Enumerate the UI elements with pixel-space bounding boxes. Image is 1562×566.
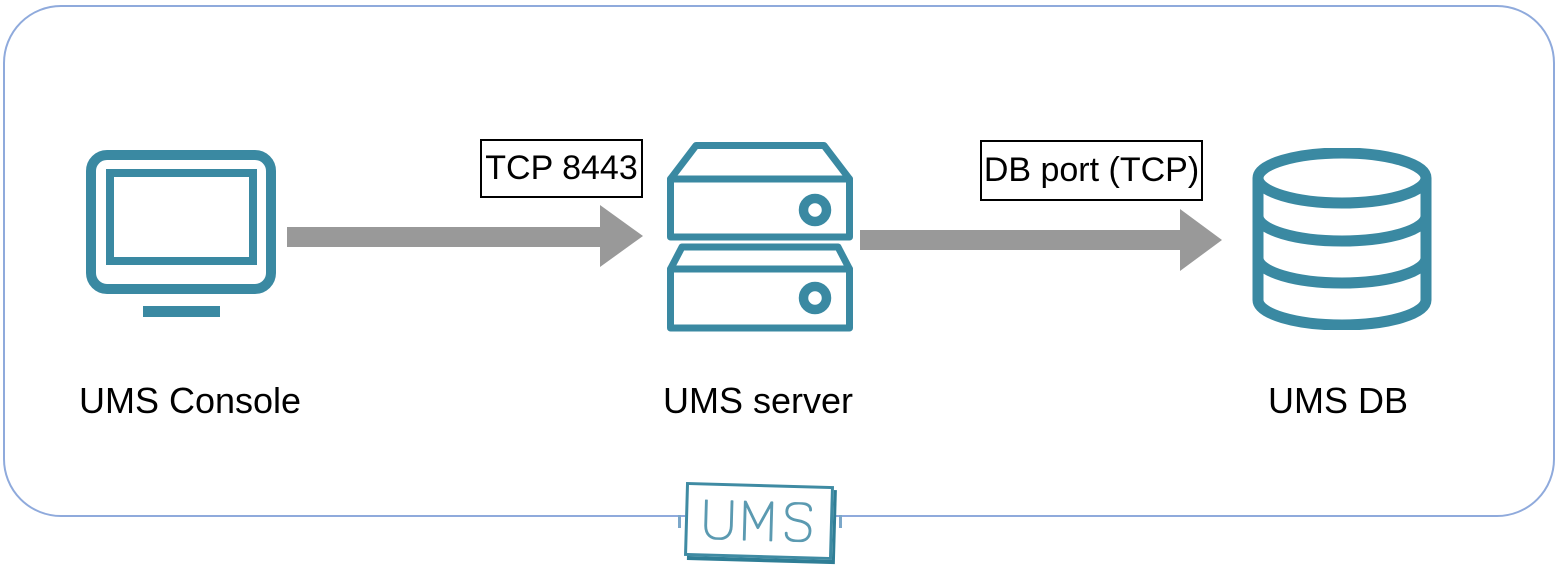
server-stack-icon	[667, 142, 853, 332]
ums-logo-letters	[704, 499, 813, 543]
connection-label-db-port: DB port (TCP)	[980, 140, 1203, 201]
ums-logo-badge: UMS	[683, 481, 835, 561]
node-label-ums-console: UMS Console	[78, 380, 302, 421]
badge-connector-tick-left	[678, 515, 681, 528]
connection-label-text: DB port (TCP)	[983, 151, 1200, 189]
badge-connector-tick-right	[839, 515, 842, 528]
node-label-ums-db: UMS DB	[1267, 380, 1408, 421]
arrow-console-to-server	[287, 205, 643, 267]
arrow-server-to-db	[860, 209, 1222, 271]
node-label-ums-server: UMS server	[662, 380, 854, 421]
database-icon	[1252, 148, 1432, 330]
connection-label-tcp-8443: TCP 8443	[480, 139, 643, 198]
monitor-icon	[86, 150, 276, 317]
connection-label-text: TCP 8443	[485, 149, 638, 187]
